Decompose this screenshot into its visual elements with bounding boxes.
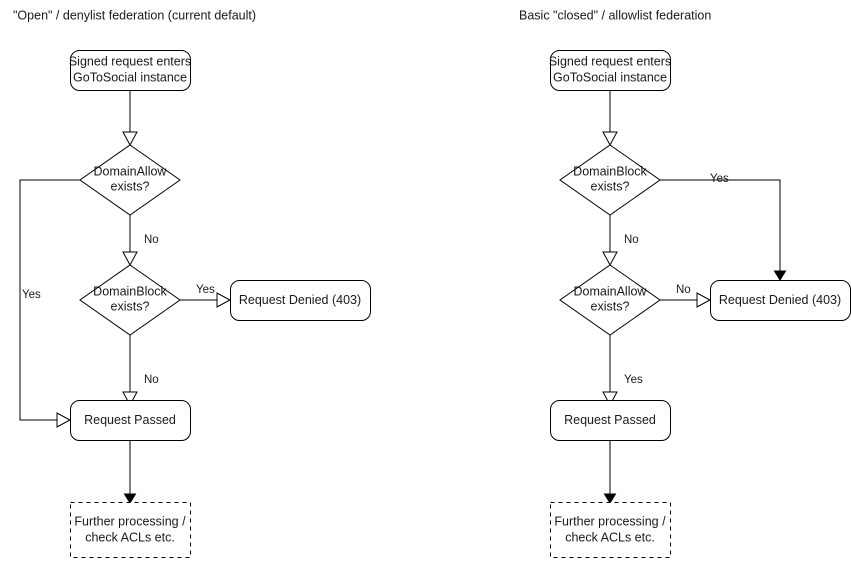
left-start-label-line1: Signed request enters — [69, 54, 191, 68]
right-arrowhead-allow-yes — [602, 391, 618, 407]
right-decision-domainallow-line2: exists? — [591, 299, 630, 313]
right-decision-domainblock-line1: DomainBlock — [573, 164, 647, 178]
left-arrowhead-further — [123, 493, 137, 504]
left-further-processing-node — [70, 502, 191, 558]
right-further-processing-line1: Further processing / — [554, 514, 666, 528]
right-edge-block-yes — [660, 179, 781, 271]
right-arrowhead-block-no — [602, 251, 618, 267]
right-request-denied-label: Request Denied (403) — [719, 293, 841, 307]
left-decision-domainblock-line1: DomainBlock — [93, 284, 167, 298]
left-arrowhead-allow-no — [122, 251, 138, 267]
right-edge-label-allow-yes: Yes — [624, 374, 643, 386]
left-request-denied-node — [230, 280, 371, 321]
right-further-processing-node — [550, 502, 671, 558]
right-decision-domainallow-line1: DomainAllow — [574, 284, 648, 298]
left-edge-label-block-yes: Yes — [196, 284, 215, 296]
right-decision-domainblock-line2: exists? — [591, 179, 630, 193]
left-decision-domainallow-line1: DomainAllow — [94, 164, 168, 178]
right-edge-label-block-no: No — [624, 234, 639, 246]
right-start-label-line2: GoToSocial instance — [553, 70, 667, 84]
right-arrowhead-block-yes — [773, 270, 787, 281]
left-edge-label-allow-no: No — [144, 234, 159, 246]
left-further-processing-line2: check ACLs etc. — [85, 530, 175, 544]
right-request-passed-label: Request Passed — [564, 413, 656, 427]
left-edge-label-block-no: No — [144, 374, 159, 386]
right-edge-label-allow-no: No — [676, 284, 691, 296]
left-arrowhead-allow-yes — [56, 412, 72, 428]
left-request-passed-label: Request Passed — [84, 413, 176, 427]
panel-title-right: Basic "closed" / allowlist federation — [519, 8, 711, 22]
left-start-label-line2: GoToSocial instance — [73, 70, 187, 84]
left-request-passed-node — [70, 400, 191, 441]
left-edge-allow-yes — [19, 179, 80, 421]
right-further-processing-line2: check ACLs etc. — [565, 530, 655, 544]
left-arrowhead-block-yes — [216, 292, 232, 308]
panel-title-left: "Open" / denylist federation (current de… — [13, 8, 256, 22]
left-decision-domainallow-line2: exists? — [111, 179, 150, 193]
right-start-label-line1: Signed request enters — [549, 54, 671, 68]
right-arrowhead-block — [602, 131, 618, 147]
right-edge-label-block-yes: Yes — [710, 173, 729, 185]
right-arrowhead-allow-no — [696, 292, 712, 308]
left-arrowhead-allow — [122, 131, 138, 147]
right-arrowhead-further — [603, 493, 617, 504]
left-edge-label-allow-yes: Yes — [22, 289, 41, 301]
left-arrowhead-block-no — [122, 391, 138, 407]
left-decision-domainblock-line2: exists? — [111, 299, 150, 313]
left-request-denied-label: Request Denied (403) — [239, 293, 361, 307]
right-request-passed-node — [550, 400, 671, 441]
left-further-processing-line1: Further processing / — [74, 514, 186, 528]
